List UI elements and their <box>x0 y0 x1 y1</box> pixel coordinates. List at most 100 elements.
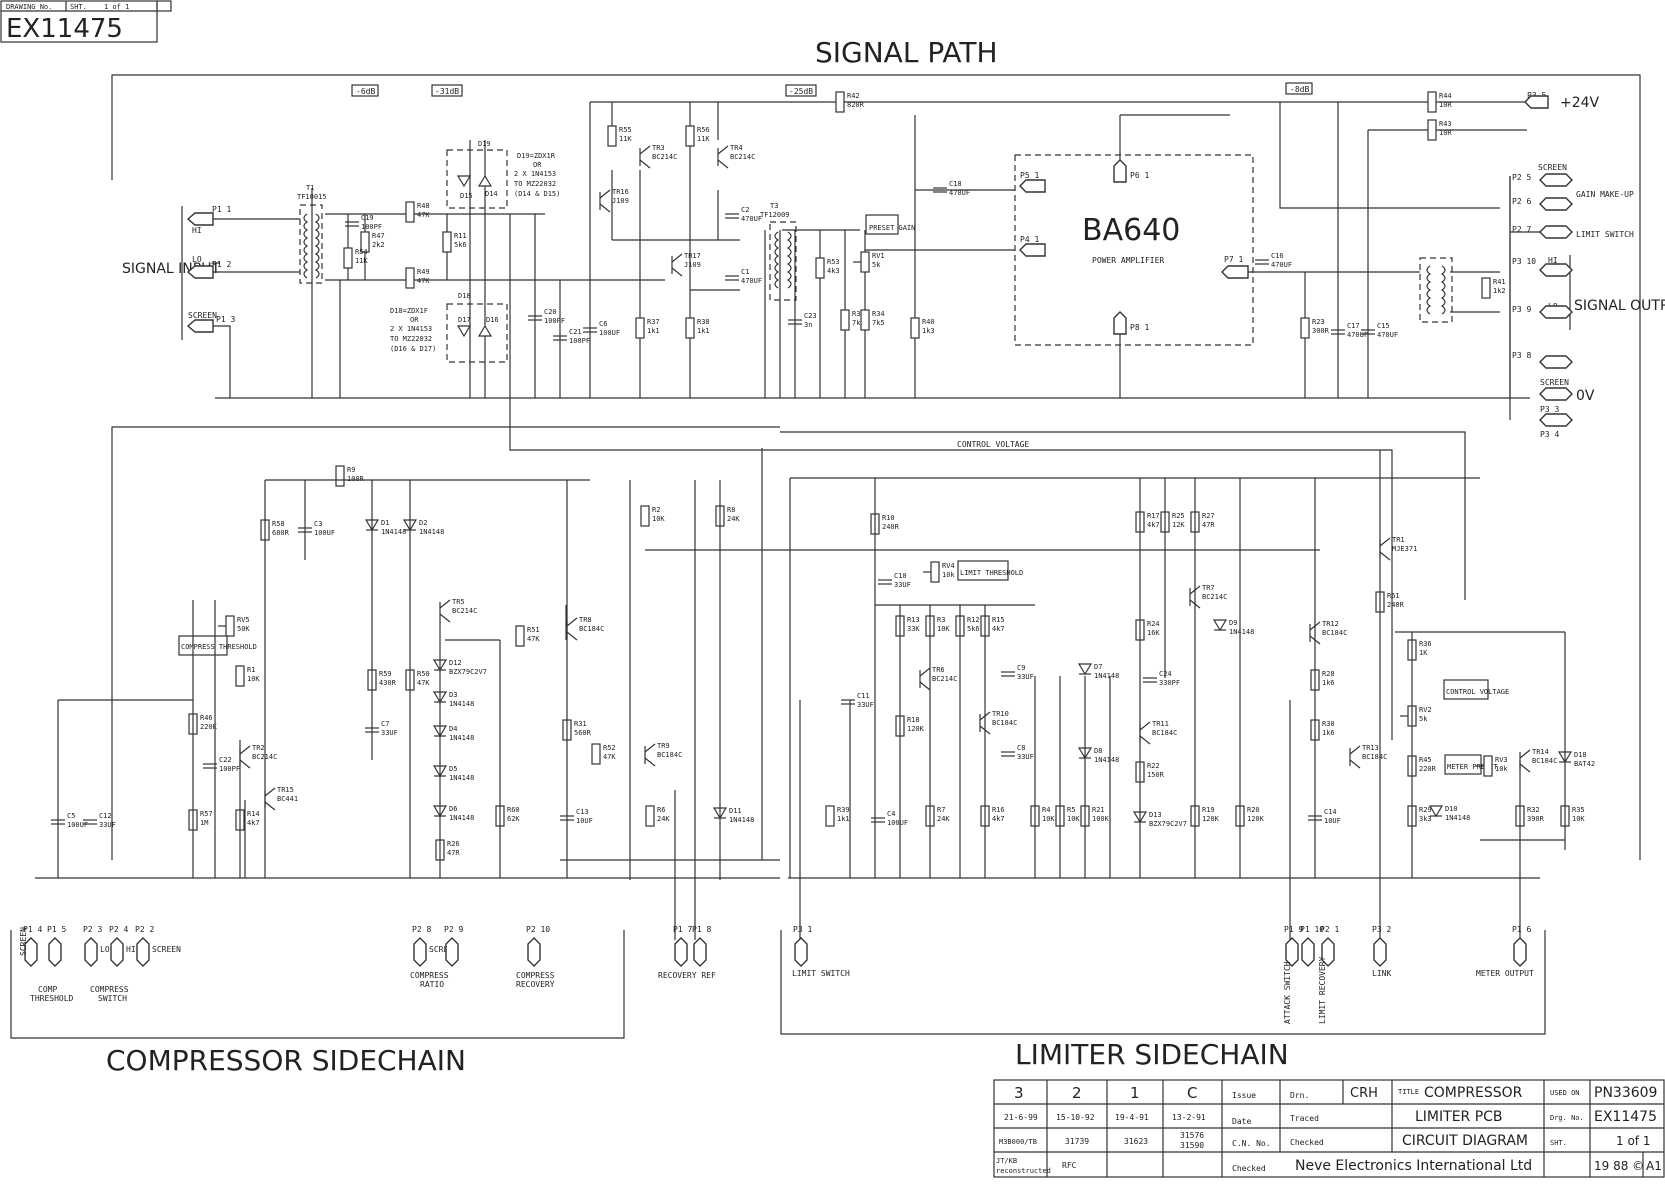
label-limit-recovery: LIMIT RECOVERY <box>1318 956 1327 1024</box>
component-ref: C2 <box>741 206 749 214</box>
component-value: 300R <box>1312 327 1330 335</box>
connector-label: HI <box>126 945 136 954</box>
input-hi-label: HI <box>192 226 202 235</box>
component-value: BC214C <box>932 675 957 683</box>
component-value: BC214C <box>652 153 677 161</box>
component-ref: C3 <box>314 520 322 528</box>
component-ref: D12 <box>449 659 462 667</box>
component-ref: R12 <box>967 616 980 624</box>
output-pin-p3-10: P3 10 <box>1512 257 1536 266</box>
level-8db: -8dB <box>1290 85 1309 94</box>
component-ref: R32 <box>1527 806 1540 814</box>
bottom-connector-p1-6: P1 6 <box>1512 925 1531 967</box>
input-lo-label: LO <box>192 255 202 264</box>
resistor-icon <box>1427 91 1437 113</box>
component-value: 12K <box>1172 521 1185 529</box>
bottom-connector-p1-9: P1 9 <box>1284 925 1303 967</box>
resistor-icon <box>235 665 245 687</box>
drawing-number-box: DRAWING No. SHT. 1 of 1 EX11475 <box>0 0 172 44</box>
component-ref: D4 <box>449 725 457 733</box>
component-ref: RV4 <box>942 562 955 570</box>
component-value: BC184C <box>1532 757 1557 765</box>
connector-icon <box>84 937 98 967</box>
component-ref: R21 <box>1092 806 1105 814</box>
component-value: 220R <box>1419 765 1437 773</box>
label-compress: COMPRESS <box>90 985 129 994</box>
cn-issue-2: 31739 <box>1065 1137 1089 1146</box>
connector-label: SCREEN <box>429 945 458 954</box>
component-value: 100PF <box>219 765 240 773</box>
component-ref: D6 <box>449 805 457 813</box>
component-ref: C20 <box>544 308 557 316</box>
sheet-value: 1 of 1 <box>104 3 129 11</box>
component-ref: R17 <box>1147 512 1160 520</box>
component-ref: TR3 <box>652 144 665 152</box>
resistor-icon <box>591 743 601 765</box>
company-name: Neve Electronics International Ltd <box>1295 1158 1532 1174</box>
component-ref: C14 <box>1324 808 1337 816</box>
component-value: 50K <box>237 625 250 633</box>
drawing-number: EX11475 <box>6 14 123 44</box>
row-label-cn: C.N. No. <box>1232 1139 1271 1148</box>
component-ref: R23 <box>1312 318 1325 326</box>
signal-input-block: SIGNAL INPUT HI LO SCREEN P1 1 P1 2 P1 3 <box>122 205 235 333</box>
component-ref: TR10 <box>992 710 1009 718</box>
component-ref: R3 <box>937 616 945 624</box>
component-value: 1M <box>200 819 208 827</box>
label-compress-recovery-2: RECOVERY <box>516 980 555 989</box>
component-ref: C4 <box>887 810 895 818</box>
component-ref: R10 <box>882 514 895 522</box>
component-ref: R45 <box>1419 756 1432 764</box>
component-ref: R28 <box>1322 670 1335 678</box>
component-value: BC441 <box>277 795 298 803</box>
d19-note-2: OR <box>533 161 542 169</box>
compress-threshold-box: COMPRESS THRESHOLD <box>181 643 257 651</box>
title-label: TITLE <box>1398 1088 1419 1096</box>
component-ref: R27 <box>1202 512 1215 520</box>
component-ref: C23 <box>804 312 817 320</box>
connector-p2-7 <box>1539 225 1573 239</box>
component-value: 47K <box>417 679 430 687</box>
resistor-icon <box>1481 277 1491 299</box>
potentiometer-icon <box>225 615 235 637</box>
component-value: 470UF <box>1347 331 1368 339</box>
right-limit-switch-label: LIMIT SWITCH <box>1576 230 1634 239</box>
connector-icon <box>1513 937 1527 967</box>
component-ref: D7 <box>1094 663 1102 671</box>
limiter-sidechain-components: R10240RC1033UFRV410kR1333KR310KR125k6R15… <box>825 511 1595 828</box>
label-compress-switch: SWITCH <box>98 994 127 1003</box>
sheet-label-tb: SHT. <box>1550 1139 1567 1147</box>
connector-pin: P3 1 <box>793 925 812 934</box>
component-ref: R50 <box>417 670 430 678</box>
component-value: 100UF <box>887 819 908 827</box>
copyright-year: 19 88 © <box>1594 1159 1644 1173</box>
diode-d15-icon <box>456 175 472 188</box>
component-ref: TR6 <box>932 666 945 674</box>
connector-pin: P3 2 <box>1372 925 1391 934</box>
right-screen-label: SCREEN <box>1538 163 1567 172</box>
d18-note-4: TO MZ22032 <box>390 335 432 343</box>
connector-icon <box>674 937 688 967</box>
ic-pin-p5-label: P5 1 <box>1020 171 1039 180</box>
label-compress-ratio-2: RATIO <box>420 980 444 989</box>
component-value: 10K <box>652 515 665 523</box>
component-ref: RV5 <box>237 616 250 624</box>
component-value: 100PF <box>544 317 565 325</box>
component-value: 10R <box>1439 101 1452 109</box>
component-value: 120K <box>1202 815 1220 823</box>
component-value: 390R <box>1527 815 1545 823</box>
component-value: 47R <box>447 849 460 857</box>
ic-pin-p4-label: P4 1 <box>1020 235 1039 244</box>
date-issue-1: 19-4-91 <box>1115 1113 1149 1122</box>
